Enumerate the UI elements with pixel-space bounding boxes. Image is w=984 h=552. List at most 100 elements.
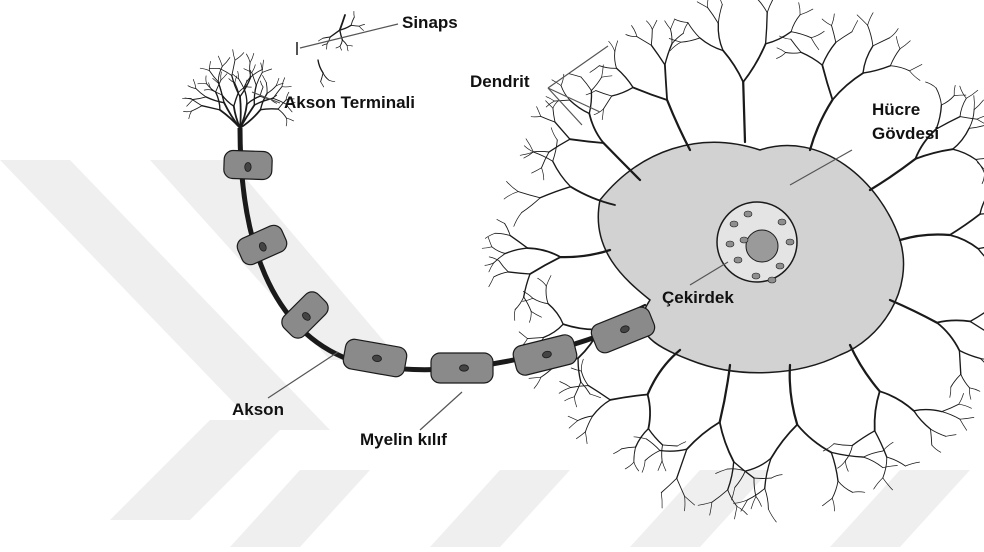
- terminal-branch: [282, 78, 285, 87]
- myelin-segment: [224, 150, 273, 180]
- dendrite-branch: [609, 41, 615, 51]
- dendrite-branch: [514, 310, 515, 321]
- dendrite-branch: [863, 66, 890, 73]
- dendrite-branch: [505, 248, 527, 253]
- dendrite-branch: [615, 52, 617, 69]
- dendrite-branch: [822, 498, 832, 506]
- label-cekirdek: Çekirdek: [662, 288, 734, 308]
- organelle-dot: [786, 239, 794, 245]
- dendrite-branch: [970, 309, 984, 321]
- dendrite-branch: [533, 151, 549, 152]
- dendrite-branch: [905, 462, 919, 466]
- dendrite-branch: [542, 152, 550, 168]
- dendrite-branch: [508, 272, 530, 274]
- dendrite-branch: [645, 451, 660, 461]
- dendrite-branch: [790, 365, 798, 425]
- dendrite-branch: [875, 431, 887, 457]
- dendrite-branch: [602, 76, 612, 77]
- dendrite-branch: [863, 451, 882, 457]
- dendrite-branch: [648, 395, 650, 429]
- organelle-dot: [740, 237, 748, 243]
- dendrite-branch: [953, 149, 976, 159]
- dendrite-branch: [751, 497, 756, 509]
- dendrite-branch: [523, 298, 533, 301]
- dendrite-branch: [559, 388, 571, 394]
- dendrite-branch: [910, 64, 922, 70]
- dendrite-branch: [531, 311, 541, 317]
- dendrite-branch: [832, 14, 835, 26]
- dendrite-branch: [887, 457, 906, 466]
- dendrite-branch: [612, 87, 633, 96]
- dendrite-branch: [646, 21, 652, 30]
- dendrite-branch: [614, 449, 622, 454]
- synapse-branch: [330, 30, 340, 37]
- dendrite-branch: [931, 429, 932, 445]
- synapse-branch: [323, 37, 330, 38]
- synapse-branches: [318, 11, 365, 87]
- synapse-branch: [340, 40, 342, 46]
- dendrite-branch: [791, 15, 800, 32]
- dendrite-branch: [510, 236, 527, 249]
- terminal-branch: [263, 60, 264, 69]
- terminal-branch: [189, 111, 192, 119]
- terminal-branch: [261, 63, 263, 73]
- dendrite-branch: [966, 90, 978, 98]
- dendrite-branch: [687, 422, 720, 449]
- terminal-branch: [184, 111, 192, 112]
- dendrite-branch: [873, 38, 890, 46]
- dendrite-branch: [665, 21, 671, 29]
- dendrite-branch: [485, 233, 495, 238]
- dendrite-branch: [522, 198, 541, 213]
- dendrite-branch: [960, 417, 974, 419]
- dendrite-branch: [546, 97, 554, 102]
- label-dendrit: Dendrit: [470, 72, 530, 92]
- dendrite-branch: [671, 20, 675, 29]
- dendrite-branch: [574, 397, 576, 407]
- dendrite-branch: [800, 9, 813, 15]
- dendrite-branch: [942, 404, 959, 411]
- terminal-branch: [261, 109, 279, 110]
- dendrite-branch: [822, 19, 831, 25]
- dendrite-branch: [494, 272, 509, 277]
- dendrite-branch: [853, 492, 865, 493]
- dendrite-branch: [677, 442, 686, 446]
- dendrite-branch: [801, 52, 822, 65]
- dendrite-branch: [537, 107, 541, 117]
- dendrite-branch: [642, 461, 645, 473]
- dendrite-branch: [633, 87, 667, 100]
- dendrite-branch: [602, 109, 603, 120]
- dendrite-branch: [737, 507, 747, 515]
- synapse-branch: [323, 73, 329, 80]
- leader-myelin: [420, 392, 462, 430]
- dendrite-branch: [538, 278, 547, 286]
- dendrite-branch: [546, 286, 548, 304]
- dendrite-branch: [974, 96, 975, 110]
- dendrite-branch: [970, 321, 984, 334]
- dendrite-branch: [874, 478, 883, 489]
- dendrite-branch: [617, 68, 634, 87]
- dendrite-branch: [868, 13, 874, 26]
- synapse-branch: [342, 40, 347, 46]
- dendrite-branch: [932, 445, 941, 452]
- dendrite-branch: [530, 257, 561, 274]
- dendrite-branch: [596, 91, 612, 96]
- dendrite-branch: [811, 31, 824, 37]
- terminal-branch: [252, 65, 256, 73]
- terminal-branch: [238, 71, 239, 79]
- dendrite-branch: [489, 277, 494, 287]
- dendrite-branch: [960, 98, 966, 116]
- dendrite-branch: [662, 445, 663, 461]
- dendrite-branch: [554, 100, 569, 101]
- terminal-branch: [233, 50, 235, 61]
- dendrite-branch: [651, 29, 652, 45]
- dendrite-branch: [960, 86, 967, 98]
- dendrite-branch: [980, 190, 984, 214]
- terminal-branch: [244, 88, 247, 104]
- terminal-branch: [188, 86, 196, 89]
- terminal-branch: [207, 84, 216, 92]
- leader-akson: [268, 352, 338, 398]
- dendrite-branch: [658, 461, 662, 471]
- nucleolus: [746, 230, 778, 262]
- dendrite-branch: [648, 350, 680, 395]
- dendrite-branch: [519, 332, 527, 339]
